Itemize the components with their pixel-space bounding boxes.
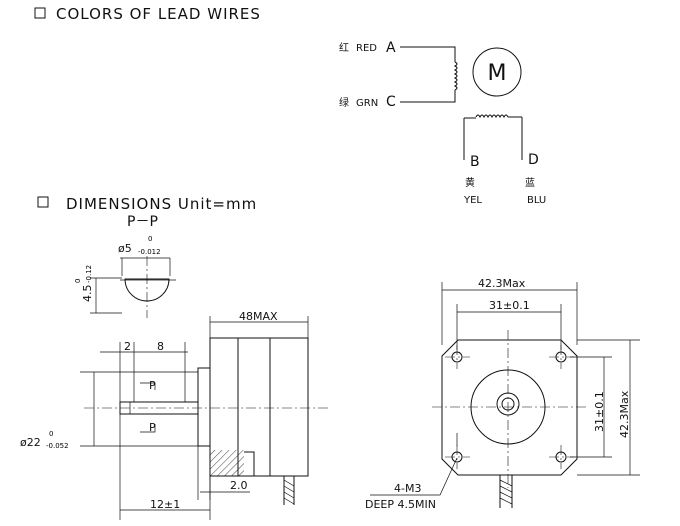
lead-a-color-en: RED <box>356 43 377 54</box>
dimensions-checkbox <box>37 196 49 208</box>
shaft-dia-tol-upper: 0 <box>148 235 152 243</box>
section-mark-lower: P <box>149 421 156 434</box>
shaft-dia: ø5 <box>118 242 132 255</box>
flat-dim: 4.5 <box>81 285 94 303</box>
dim-2: 2 <box>124 340 131 353</box>
lead-b-color-cn: 黄 <box>465 176 475 189</box>
boss-section-hatch <box>210 450 244 476</box>
wiring-diagram: 红 RED A 绿 GRN C M B D 黄 蓝 YEL BLU <box>339 40 546 206</box>
front-flange <box>441 339 578 476</box>
section-mark-upper-line <box>140 382 156 390</box>
length-dim-lines <box>209 316 309 340</box>
hole-spacing-v-lines <box>570 356 612 458</box>
lead-a-letter: A <box>386 40 396 56</box>
holes-depth: DEEP 4.5MIN <box>365 498 436 511</box>
wire-a <box>400 46 456 62</box>
section-mark-upper: P <box>149 379 156 392</box>
mount-holes <box>445 345 574 469</box>
motor-body <box>209 337 309 477</box>
boss-height: 2.0 <box>230 479 248 492</box>
front-centerlines <box>432 330 586 488</box>
shaft-length: 12±1 <box>150 498 180 511</box>
length-dim: 48MAX <box>239 310 278 323</box>
flat-tol-lower: -0.12 <box>85 265 93 283</box>
height-dim-lines <box>577 339 640 476</box>
height-dim: 42.3Max <box>618 390 631 438</box>
front-wire-hatch <box>499 479 513 505</box>
lead-b-letter: B <box>470 154 480 170</box>
shaft-length-lines <box>119 414 211 520</box>
shaft-d-profile <box>124 278 170 302</box>
lead-c-letter: C <box>386 94 396 110</box>
front-view: 42.3Max 31±0.1 31±0.1 42.3Max 4-M3 DEEP … <box>365 277 640 511</box>
boss-tol-upper: 0 <box>49 430 53 438</box>
motor-circle <box>472 47 522 97</box>
wire-c <box>400 90 456 103</box>
side-view: 48MAX 2 8 P P ø22 0 -0.052 2.0 12±1 <box>20 310 328 520</box>
holes-leader <box>370 433 458 496</box>
width-dim: 42.3Max <box>478 277 526 290</box>
section-label: P－P <box>127 214 158 230</box>
hole-spacing-v: 31±0.1 <box>593 391 606 432</box>
width-dim-lines <box>441 282 578 345</box>
lead-d-color-en: BLU <box>527 195 546 206</box>
boss <box>197 367 210 447</box>
colors-checkbox <box>34 7 46 19</box>
boss-dia-lines <box>80 371 198 447</box>
flat-tol-upper: 0 <box>74 279 82 283</box>
holes-label: 4-M3 <box>394 482 421 495</box>
colors-title: COLORS OF LEAD WIRES <box>56 5 261 23</box>
coil-bd <box>475 114 509 119</box>
lead-b-color-en: YEL <box>463 195 482 206</box>
lead-d-color-cn: 蓝 <box>525 177 535 189</box>
shaft-dia-ext <box>121 258 171 276</box>
wire-outlet <box>283 476 295 505</box>
dimensions-title: DIMENSIONS Unit=mm <box>66 195 257 213</box>
shaft-dia-tol-lower: -0.012 <box>138 248 161 256</box>
hole-spacing-h-lines <box>456 304 562 350</box>
boss-dia: ø22 <box>20 436 41 449</box>
dim-8: 8 <box>157 340 164 353</box>
motor-symbol: M <box>488 61 507 86</box>
boss-tol-lower: -0.052 <box>46 442 69 450</box>
shaft-section-view: P－P ø5 0 -0.012 4.5 0 -0.12 <box>74 214 176 318</box>
lead-d-letter: D <box>528 152 539 168</box>
wire-outlet-hatch <box>283 479 295 505</box>
lead-c-color-cn: 绿 <box>339 96 349 109</box>
coil-ac <box>453 61 458 91</box>
lead-a-color-cn: 红 <box>339 41 349 54</box>
section-mark-lower-line <box>140 424 156 433</box>
hole-spacing-h: 31±0.1 <box>489 299 530 312</box>
flat-dim-lines <box>90 277 122 314</box>
boss-step <box>244 451 255 476</box>
lead-c-color-en: GRN <box>356 98 378 109</box>
front-wire-outlet <box>499 475 513 508</box>
